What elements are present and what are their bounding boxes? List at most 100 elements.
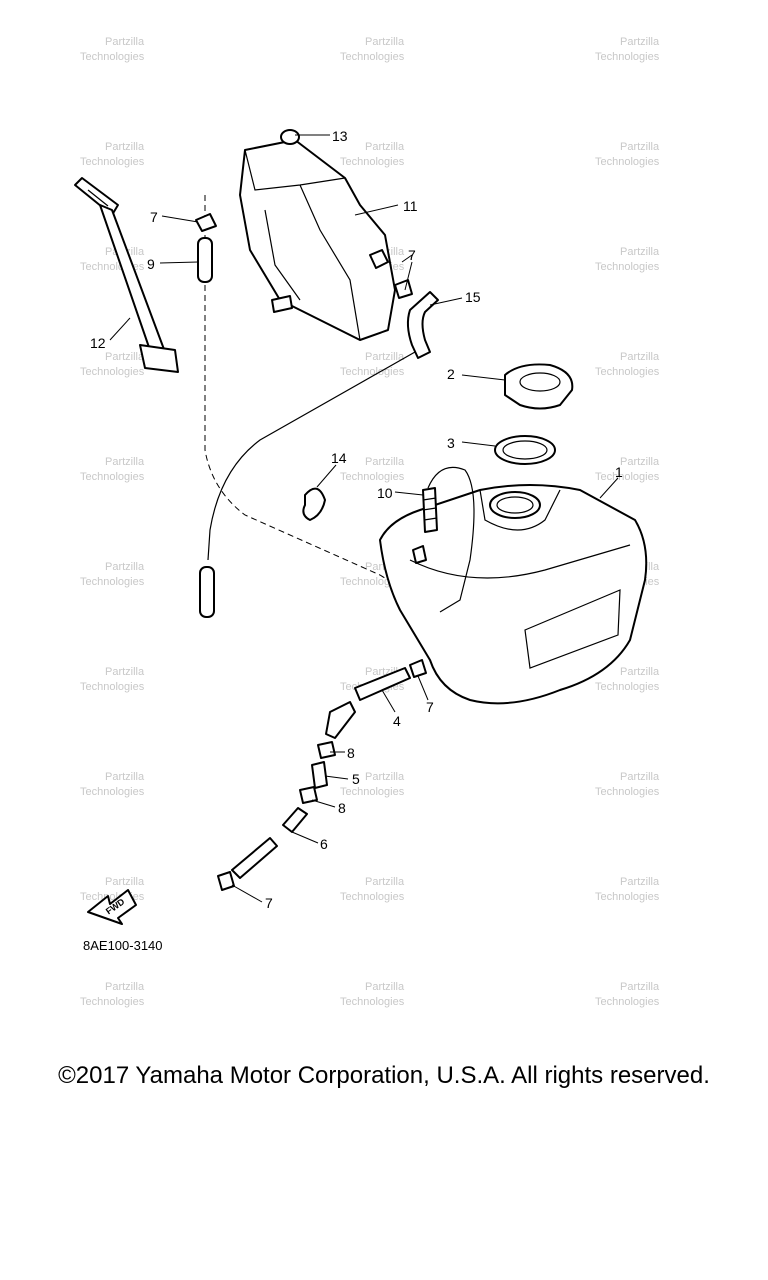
svg-text:Partzilla: Partzilla	[105, 351, 145, 363]
svg-text:Partzilla: Partzilla	[620, 981, 660, 993]
callout-6: 6	[320, 836, 328, 852]
part-6-fuel-hose	[231, 807, 308, 879]
forward-direction-arrow: FWD	[87, 889, 137, 925]
svg-text:Technologies: Technologies	[80, 366, 145, 378]
callout-12: 12	[90, 335, 106, 351]
svg-text:Technologies: Technologies	[80, 471, 145, 483]
callout-7-upper-right: 7	[408, 247, 416, 263]
svg-text:Technologies: Technologies	[595, 471, 660, 483]
part-12-tank-strap	[74, 177, 179, 373]
svg-text:Partzilla: Partzilla	[365, 36, 405, 48]
part-8-hose-clamp-lower	[299, 786, 318, 804]
svg-text:Partzilla: Partzilla	[620, 141, 660, 153]
svg-text:Technologies: Technologies	[340, 366, 405, 378]
svg-text:Partzilla: Partzilla	[365, 351, 405, 363]
svg-text:Technologies: Technologies	[80, 996, 145, 1008]
svg-text:Partzilla: Partzilla	[105, 666, 145, 678]
svg-text:Technologies: Technologies	[595, 366, 660, 378]
part-15-oil-tank-hose	[406, 291, 439, 359]
svg-text:Partzilla: Partzilla	[105, 561, 145, 573]
svg-text:Technologies: Technologies	[595, 891, 660, 903]
svg-text:Partzilla: Partzilla	[365, 771, 405, 783]
drawing-code: 8AE100-3140	[83, 938, 163, 953]
svg-text:Technologies: Technologies	[80, 51, 145, 63]
part-11-oil-tank	[239, 139, 396, 341]
svg-text:Technologies: Technologies	[80, 156, 145, 168]
svg-text:Partzilla: Partzilla	[620, 771, 660, 783]
svg-text:Technologies: Technologies	[340, 891, 405, 903]
svg-text:Partzilla: Partzilla	[105, 141, 145, 153]
part-7-hose-clamp-tank-outlet	[409, 659, 427, 678]
svg-text:Technologies: Technologies	[340, 51, 405, 63]
svg-text:Technologies: Technologies	[340, 996, 405, 1008]
svg-text:Partzilla: Partzilla	[105, 876, 145, 888]
vent-hose-routing-line	[207, 351, 416, 561]
part-14-hose-clip	[302, 487, 326, 521]
svg-text:Partzilla: Partzilla	[620, 876, 660, 888]
part-5-fuel-joint	[311, 761, 328, 789]
svg-text:Technologies: Technologies	[340, 786, 405, 798]
svg-text:Partzilla: Partzilla	[105, 771, 145, 783]
callout-7-lower-end: 7	[265, 895, 273, 911]
svg-text:Partzilla: Partzilla	[620, 456, 660, 468]
svg-text:Technologies: Technologies	[595, 681, 660, 693]
part-13-oil-tank-cap	[280, 129, 300, 145]
part-3-cap-gasket	[494, 435, 556, 465]
callout-14: 14	[331, 450, 347, 466]
svg-text:Partzilla: Partzilla	[620, 246, 660, 258]
svg-text:Technologies: Technologies	[80, 681, 145, 693]
part-7-hose-clamp-lower-end	[217, 871, 235, 891]
lower-fuel-line-assembly	[217, 659, 427, 891]
callout-10: 10	[377, 485, 393, 501]
callout-8-lower: 8	[338, 800, 346, 816]
part-9-oil-hose	[197, 237, 213, 283]
svg-text:Technologies: Technologies	[80, 786, 145, 798]
svg-text:Technologies: Technologies	[595, 996, 660, 1008]
svg-text:Technologies: Technologies	[595, 51, 660, 63]
callout-7-upper-left: 7	[150, 209, 158, 225]
callout-7-tank-outlet: 7	[426, 699, 434, 715]
svg-text:Partzilla: Partzilla	[620, 351, 660, 363]
part-2-fuel-tank-cap	[504, 363, 574, 410]
callout-8-upper: 8	[347, 745, 355, 761]
svg-text:Partzilla: Partzilla	[365, 876, 405, 888]
svg-text:Partzilla: Partzilla	[365, 456, 405, 468]
svg-text:Partzilla: Partzilla	[105, 456, 145, 468]
loose-hose-segment	[199, 566, 215, 618]
svg-text:Technologies: Technologies	[595, 786, 660, 798]
part-7-hose-clamp-upper-right	[394, 279, 413, 299]
svg-text:Partzilla: Partzilla	[365, 981, 405, 993]
svg-text:Technologies: Technologies	[340, 156, 405, 168]
svg-text:Partzilla: Partzilla	[105, 36, 145, 48]
callout-4: 4	[393, 713, 401, 729]
svg-text:Technologies: Technologies	[80, 576, 145, 588]
svg-text:Technologies: Technologies	[595, 156, 660, 168]
callout-13: 13	[332, 128, 348, 144]
callout-1: 1	[615, 464, 623, 480]
callout-15: 15	[465, 289, 481, 305]
part-8-hose-clamp-upper	[317, 741, 336, 759]
